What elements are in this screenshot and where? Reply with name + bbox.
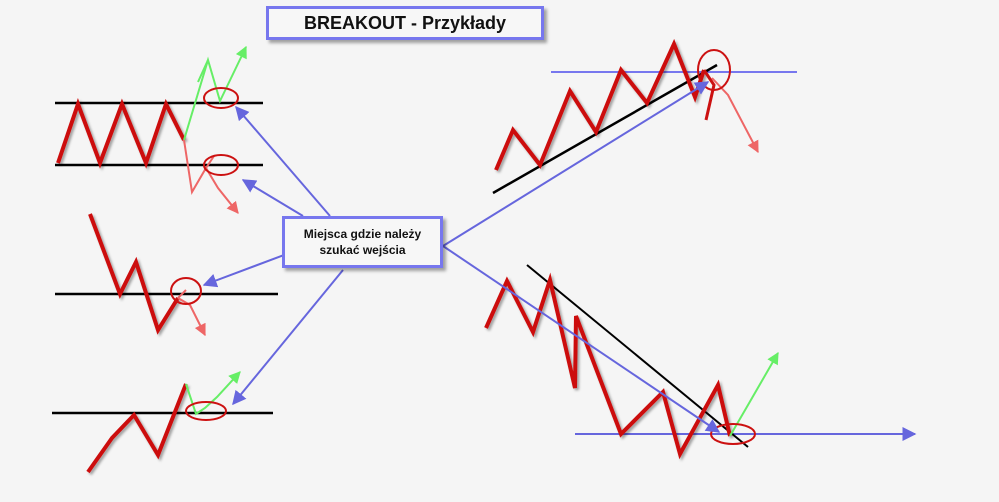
breakout-up-path <box>729 351 779 437</box>
trendline <box>492 63 718 195</box>
price-zigzag <box>88 213 180 335</box>
breakout-up-arrow-2 <box>197 59 209 83</box>
pointer-to-bottom-breakdown <box>241 179 304 217</box>
entry-zones-callout: Miejsca gdzie należy szukać wejścia <box>282 216 443 268</box>
price-zigzag <box>494 38 706 171</box>
price-zigzag <box>86 383 188 474</box>
highlight-circle-bottom <box>203 154 239 176</box>
example-falling-trendline <box>484 264 917 460</box>
pointer-to-rising-trendline <box>442 81 710 247</box>
breakdown-down-path <box>702 69 716 121</box>
retest-arrow <box>177 289 187 299</box>
example-rising-trendline <box>492 38 797 195</box>
example-resistance-breakout <box>52 371 273 474</box>
price-zigzag <box>56 98 186 169</box>
example-range-breakout <box>55 45 263 214</box>
highlight-circle-top <box>203 87 239 109</box>
trendline <box>526 264 749 448</box>
highlight-circle <box>697 49 731 91</box>
diagram-title-text: BREAKOUT - Przykłady <box>303 12 507 33</box>
example-support-breakdown <box>55 213 278 337</box>
breakdown-down-path <box>183 139 239 214</box>
pointer-to-support-breakdown <box>202 251 293 288</box>
breakout-up-path <box>183 45 247 141</box>
highlight-circle <box>170 277 202 305</box>
breakdown-down-path <box>177 297 206 337</box>
breakout-up-path <box>185 371 241 416</box>
breakdown-down-arrow-2 <box>205 155 215 169</box>
highlight-circle <box>710 423 756 445</box>
pointer-to-falling-trendline <box>442 245 721 433</box>
callout-line-2: szukać wejścia <box>319 243 406 257</box>
pointer-to-top-breakout <box>235 105 331 217</box>
highlight-circle <box>185 401 227 421</box>
price-zigzag <box>484 272 732 460</box>
pointer-arrows <box>202 81 721 433</box>
pointer-to-resistance-breakout <box>232 269 344 406</box>
breakdown-arrow <box>711 77 759 154</box>
diagram-title: BREAKOUT - Przykłady <box>266 6 544 40</box>
callout-line-1: Miejsca gdzie należy <box>303 227 422 241</box>
